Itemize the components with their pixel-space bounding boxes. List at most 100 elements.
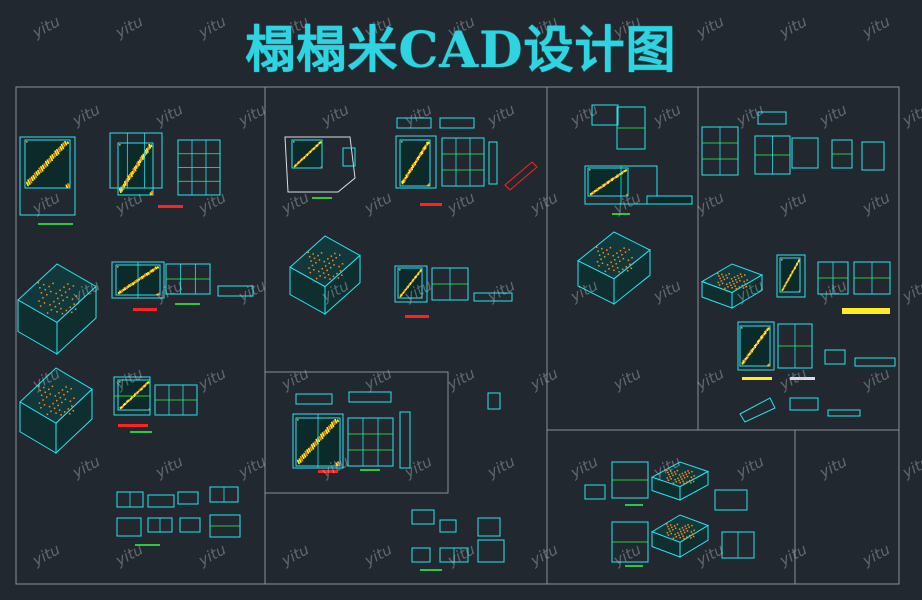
room-plan-outline (284, 136, 356, 193)
label-bar (133, 308, 157, 311)
cad-drawings (17, 104, 896, 571)
watermark-text: yitu (444, 364, 478, 394)
top-view-2 (439, 117, 475, 129)
label-bar (318, 470, 338, 473)
room-plan-mat (291, 139, 323, 169)
watermark-text: yitu (235, 452, 269, 482)
top-view-3 (295, 393, 333, 405)
wardrobe-elevation-8 (754, 135, 791, 175)
small-cabinet-7 (179, 517, 201, 533)
watermark-text: yitu (899, 100, 922, 130)
elevation-mat-1 (117, 142, 154, 196)
iso-bench-1 (504, 161, 538, 191)
inner-frame (264, 371, 449, 494)
small-cabinet-10 (439, 519, 457, 533)
wardrobe-elevation-11 (777, 323, 813, 369)
label-bar (158, 205, 183, 208)
wardrobe-elevation-7 (701, 126, 739, 176)
elevation-mat-8 (779, 257, 801, 293)
side-view-3 (831, 139, 853, 169)
small-cabinet-6 (147, 517, 173, 533)
watermark-text: yitu (899, 276, 922, 306)
watermark-text: yitu (484, 276, 518, 306)
watermark-text: yitu (527, 188, 561, 218)
watermark-text: yitu (484, 452, 518, 482)
watermark-text: yitu (527, 540, 561, 570)
watermark-text: yitu (195, 364, 229, 394)
small-cabinet-2 (147, 494, 175, 508)
elevation-mat-4 (399, 139, 431, 187)
watermark-text: yitu (444, 188, 478, 218)
small-cabinet-14 (477, 539, 505, 563)
wardrobe-elevation-1 (177, 139, 221, 196)
side-view-2 (399, 411, 411, 469)
elevation-mat-9 (739, 325, 771, 367)
isometric-view-1 (17, 263, 97, 356)
label-bar (118, 424, 148, 427)
label-bar (405, 315, 429, 318)
watermark-text: yitu (776, 188, 810, 218)
small-cabinet-13 (439, 547, 469, 563)
watermark-text: yitu (610, 364, 644, 394)
small-detail-1 (487, 392, 501, 410)
small-cabinet-16 (714, 489, 748, 511)
elevation-cabinet-6 (292, 413, 344, 469)
label-bar (842, 308, 890, 314)
elevation-cabinet-9 (737, 321, 775, 371)
elevation-cabinet-7 (584, 165, 658, 205)
small-cabinet-5 (116, 517, 142, 537)
wardrobe-elevation-2 (165, 263, 211, 295)
watermark-text: yitu (816, 276, 850, 306)
watermark-text: yitu (235, 100, 269, 130)
watermark-text: yitu (444, 540, 478, 570)
watermark-text: yitu (361, 540, 395, 570)
label-bar (790, 377, 815, 380)
watermark-text: yitu (527, 364, 561, 394)
top-view-5 (757, 111, 787, 125)
top-plan-1 (591, 104, 619, 126)
plan-cabinet (342, 147, 356, 167)
section-cabinet-2 (111, 261, 165, 299)
watermark-text: yitu (816, 100, 850, 130)
small-cabinet-15 (584, 484, 606, 500)
watermark-text: yitu (776, 540, 810, 570)
watermark-text: yitu (278, 188, 312, 218)
watermark-text: yitu (650, 100, 684, 130)
section-cabinet-3 (113, 376, 151, 416)
wardrobe-elevation-4 (441, 137, 485, 187)
desk-elevation-1 (791, 137, 819, 169)
small-cabinet-8 (209, 514, 241, 538)
watermark-text: yitu (69, 452, 103, 482)
watermark-text: yitu (816, 452, 850, 482)
isometric-view-4 (577, 231, 651, 306)
small-detail-2 (789, 397, 819, 411)
wardrobe-elevation-5 (431, 267, 469, 301)
watermark-text: yitu (195, 188, 229, 218)
side-view-1 (488, 141, 498, 185)
small-cabinet-3 (177, 491, 199, 505)
watermark-text: yitu (235, 276, 269, 306)
elevation-mat-7 (587, 167, 629, 197)
watermark-text: yitu (776, 364, 810, 394)
watermark-text: yitu (401, 452, 435, 482)
isometric-view-2 (19, 367, 93, 455)
elevation-cabinet-8 (776, 254, 806, 298)
wardrobe-elevation-9 (817, 261, 849, 295)
small-cabinet-11 (477, 517, 501, 537)
small-cabinet-12 (411, 547, 431, 563)
side-view-4 (861, 141, 885, 171)
watermark-text: yitu (899, 452, 922, 482)
small-cabinet-1 (116, 491, 144, 508)
isometric-view-3 (289, 235, 361, 316)
wardrobe-elevation-13 (611, 521, 649, 563)
small-cabinet-9 (411, 509, 435, 525)
watermark-text: yitu (29, 540, 63, 570)
watermark-text: yitu (29, 188, 63, 218)
watermark-text: yitu (401, 100, 435, 130)
elevation-cabinet-1 (109, 132, 163, 189)
iso-bench-2 (739, 397, 776, 423)
wardrobe-elevation-12 (611, 461, 649, 499)
watermark-text: yitu (361, 364, 395, 394)
watermark-text: yitu (278, 364, 312, 394)
bench-hatch (646, 195, 693, 205)
